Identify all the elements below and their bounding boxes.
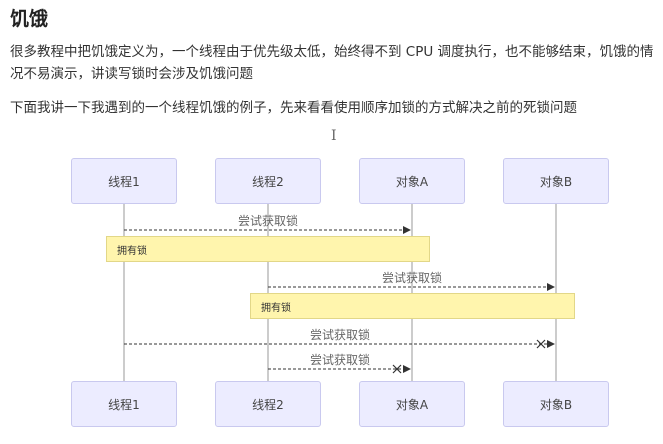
actor-thread2-top: 线程2 — [215, 158, 321, 204]
example-paragraph: 下面我讲一下我遇到的一个线程饥饿的例子，先来看看使用顺序加锁的方式解决之前的死锁… — [10, 100, 577, 116]
message-label-2: 尝试获取锁 — [381, 271, 443, 285]
note-owns-lock-2: 拥有锁 — [250, 293, 575, 319]
actor-thread1-top: 线程1 — [71, 158, 177, 204]
actor-objecta-bottom: 对象A — [359, 381, 465, 427]
page-title: 饥饿 — [10, 8, 49, 30]
message-label-4: 尝试获取锁 — [309, 353, 371, 367]
actor-thread2-bottom: 线程2 — [215, 381, 321, 427]
blocked-cross-icon — [392, 364, 402, 374]
blocked-cross-icon — [536, 339, 546, 349]
note-owns-lock-1: 拥有锁 — [106, 236, 430, 262]
message-label-1: 尝试获取锁 — [237, 214, 299, 228]
actor-objecta-top: 对象A — [359, 158, 465, 204]
actor-objectb-top: 对象B — [503, 158, 609, 204]
actor-objectb-bottom: 对象B — [503, 381, 609, 427]
text-cursor-icon: I — [331, 128, 337, 144]
message-label-3: 尝试获取锁 — [309, 328, 371, 342]
actor-thread1-bottom: 线程1 — [71, 381, 177, 427]
intro-paragraph: 很多教程中把饥饿定义为，一个线程由于优先级太低，始终得不到 CPU 调度执行，也… — [10, 44, 654, 82]
